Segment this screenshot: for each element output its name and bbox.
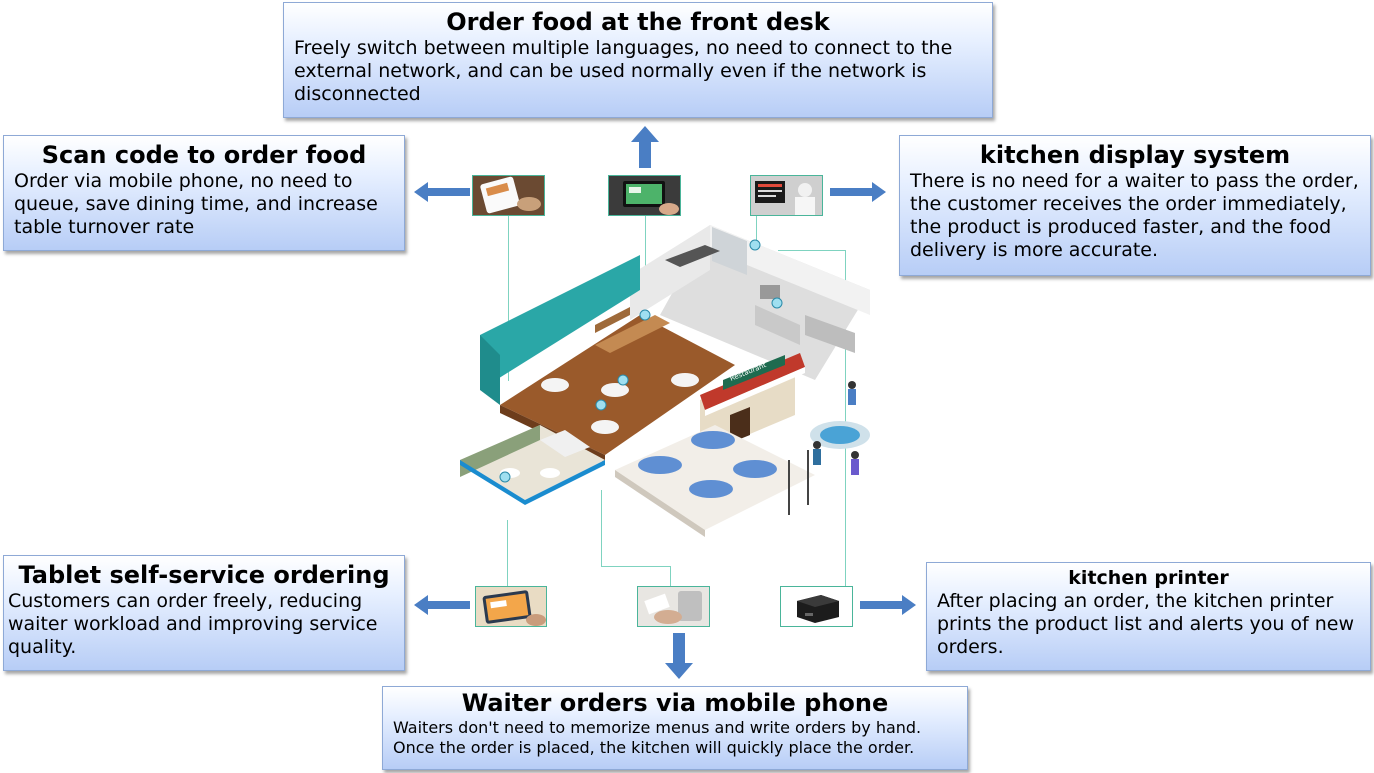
tablet-box: Tablet self-service ordering Customers c… [3, 555, 405, 671]
kitchen-display-title: kitchen display system [979, 141, 1291, 169]
front-desk-text: Freely switch between multiple languages… [294, 36, 953, 105]
scan-code-title: Scan code to order food [41, 141, 367, 169]
waiter-mobile-title: Waiter orders via mobile phone [461, 689, 889, 717]
connector-line [756, 216, 757, 244]
arrow-up-icon [631, 126, 659, 168]
front-desk-title: Order food at the front desk [446, 8, 830, 36]
tablet-text: Customers can order freely, reducing wai… [8, 589, 378, 658]
front-desk-box: Order food at the front desk Freely swit… [283, 2, 993, 118]
kitchen-screen-icon [751, 176, 822, 215]
connector-line [845, 250, 846, 586]
waiter-phone-icon [638, 587, 709, 626]
connector-line [601, 566, 671, 567]
kitchen-display-text: There is no need for a waiter to pass th… [910, 169, 1359, 262]
waiter-mobile-thumbnail [637, 586, 710, 627]
tablet-title: Tablet self-service ordering [18, 561, 390, 589]
arrow-right-icon [830, 182, 886, 202]
printer-icon [781, 587, 852, 626]
front-desk-thumbnail [608, 175, 681, 216]
waiter-mobile-box: Waiter orders via mobile phone Waiters d… [382, 686, 968, 770]
connector-line [507, 520, 508, 586]
scan-code-thumbnail [472, 175, 545, 216]
kitchen-display-box: kitchen display system There is no need … [899, 135, 1371, 276]
waiter-mobile-text: Waiters don't need to memorize menus and… [393, 717, 922, 758]
scan-code-text: Order via mobile phone, no need to queue… [14, 169, 378, 238]
arrow-right-icon [860, 595, 916, 615]
kitchen-display-thumbnail [750, 175, 823, 216]
connector-line [508, 216, 509, 381]
connector-line [670, 566, 671, 586]
phone-scan-icon [473, 176, 544, 215]
kitchen-printer-box: kitchen printer After placing an order, … [926, 562, 1371, 671]
connector-line [778, 250, 846, 251]
arrow-down-icon [665, 633, 693, 679]
scan-code-box: Scan code to order food Order via mobile… [3, 135, 405, 251]
pos-terminal-icon [609, 176, 680, 215]
kitchen-printer-title: kitchen printer [1068, 567, 1229, 589]
arrow-left-icon [414, 182, 470, 202]
connector-line [601, 490, 602, 566]
tablet-thumbnail [475, 586, 547, 627]
tablet-icon [476, 587, 546, 626]
kitchen-printer-text: After placing an order, the kitchen prin… [937, 589, 1355, 659]
arrow-left-icon [414, 595, 470, 615]
kitchen-printer-thumbnail [780, 586, 853, 627]
restaurant-illustration: Restaurant [460, 225, 870, 537]
